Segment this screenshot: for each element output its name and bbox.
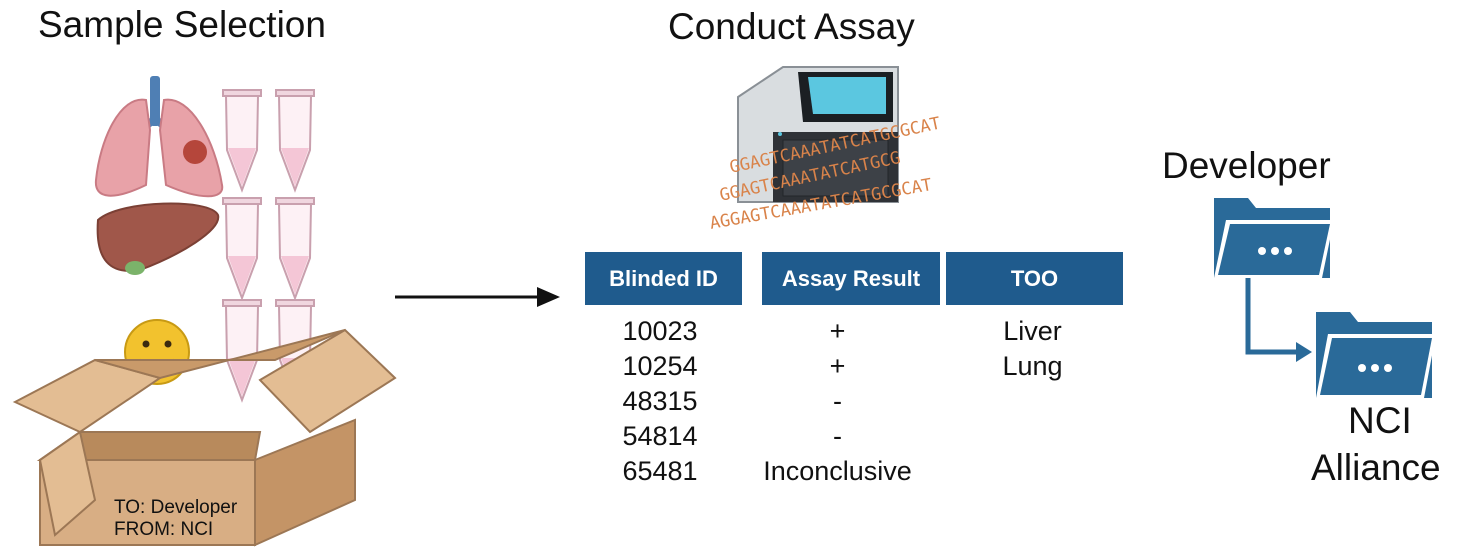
row-1-result: + xyxy=(829,316,846,346)
alliance-label: Alliance xyxy=(1311,447,1441,488)
row-3-result: - xyxy=(833,386,842,416)
header-too: TOO xyxy=(946,252,1123,305)
nci-label: NCI xyxy=(1348,400,1412,441)
conduct-assay-title: Conduct Assay xyxy=(668,6,915,47)
row-2-too: Lung xyxy=(1002,351,1063,381)
row-2-id: 10254 xyxy=(622,351,698,381)
developer-label: Developer xyxy=(1162,145,1331,186)
arrow-to-assay xyxy=(395,287,560,307)
developer-folder-icon xyxy=(1214,198,1334,278)
row-5-id: 65481 xyxy=(622,456,698,486)
developer-nci-graphic xyxy=(1130,198,1458,398)
row-3-id: 48315 xyxy=(622,386,698,416)
row-4-id: 54814 xyxy=(622,421,698,451)
sample-selection-illustration xyxy=(12,76,397,547)
row-5-result: Inconclusive xyxy=(763,456,912,486)
row-1-id: 10023 xyxy=(622,316,698,346)
row-4-result: - xyxy=(833,421,842,451)
row-2-result: + xyxy=(829,351,846,381)
box-icon xyxy=(12,328,397,547)
sequencer-icon xyxy=(737,66,899,203)
header-assay-result: Assay Result xyxy=(762,252,940,305)
share-arrow-icon xyxy=(1245,278,1312,362)
nci-folder-icon xyxy=(1316,312,1436,398)
row-1-too: Liver xyxy=(1003,316,1062,346)
sample-selection-title: Sample Selection xyxy=(38,4,326,45)
box-to-label: TO: Developer xyxy=(114,497,238,518)
lungs-icon xyxy=(94,76,224,198)
header-blinded-id: Blinded ID xyxy=(585,252,742,305)
box-from-label: FROM: NCI xyxy=(114,519,214,540)
liver-icon xyxy=(96,202,220,275)
dna-sequence-graphic: GGAGTCAAATATCATGCGCAT GGAGTCAAATATCATGCG… xyxy=(690,114,990,248)
